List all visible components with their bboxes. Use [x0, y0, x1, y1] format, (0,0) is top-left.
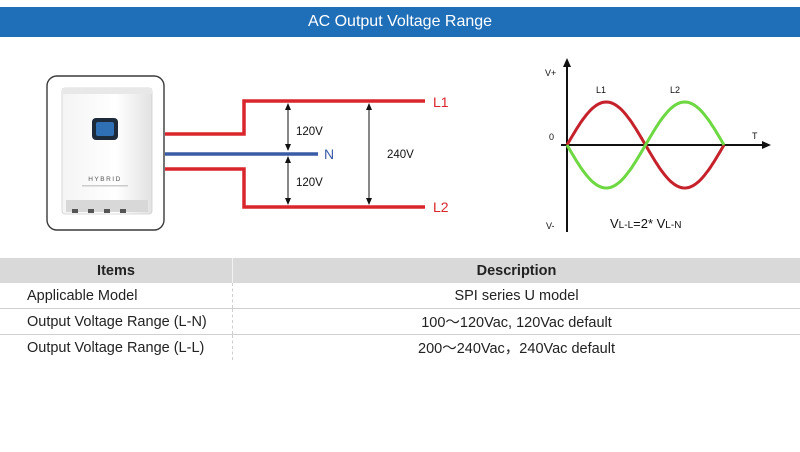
l1-label: L1 — [433, 94, 449, 110]
waveform-diagram: V+ V- 0 T L1 L2 VL-L=2* VL-N — [545, 58, 771, 232]
table-row: Applicable Model SPI series U model — [0, 283, 800, 309]
row-description: 100～120Vac, 120Vac default — [232, 308, 800, 335]
description-header: Description — [232, 258, 800, 283]
row-item: Output Voltage Range (L-L) — [0, 334, 233, 360]
page-title: AC Output Voltage Range — [0, 7, 800, 37]
t-axis-label: T — [752, 131, 758, 141]
wiring-and-waveform-figure: HYBRID 120V 120V 240V L1 N L2 — [46, 58, 771, 232]
items-header: Items — [0, 258, 233, 283]
wave-l2-label: L2 — [670, 85, 680, 95]
ll-voltage: 240V — [387, 149, 414, 161]
voltage-formula: VL-L=2* VL-N — [610, 216, 681, 231]
neutral-label: N — [324, 146, 334, 162]
row-description: SPI series U model — [232, 283, 800, 309]
v-plus-label: V+ — [545, 68, 556, 78]
row-item: Output Voltage Range (L-N) — [0, 308, 233, 335]
l1-wire — [165, 99, 425, 136]
ln-lower-voltage: 120V — [296, 177, 323, 189]
v-minus-label: V- — [546, 221, 555, 231]
zero-label: 0 — [549, 132, 554, 142]
table-row: Output Voltage Range (L-L) 200～240Vac，24… — [0, 334, 800, 360]
row-description: 200～240Vac，240Vac default — [418, 341, 615, 357]
table-row: Output Voltage Range (L-N) 100～120Vac, 1… — [0, 308, 800, 335]
l2-waveform — [565, 100, 726, 190]
device-brand-label: HYBRID — [88, 176, 122, 183]
l2-label: L2 — [433, 199, 449, 215]
inverter-device-image: HYBRID — [46, 75, 165, 231]
wiring-diagram: 120V 120V 240V L1 N L2 — [165, 94, 449, 215]
ln-upper-voltage: 120V — [296, 126, 323, 138]
table-header-row: Items Description — [0, 258, 800, 283]
row-item: Applicable Model — [0, 283, 233, 309]
l2-wire — [165, 167, 425, 209]
wave-l1-label: L1 — [596, 85, 606, 95]
spec-table: Items Description Applicable Model SPI s… — [0, 258, 800, 360]
